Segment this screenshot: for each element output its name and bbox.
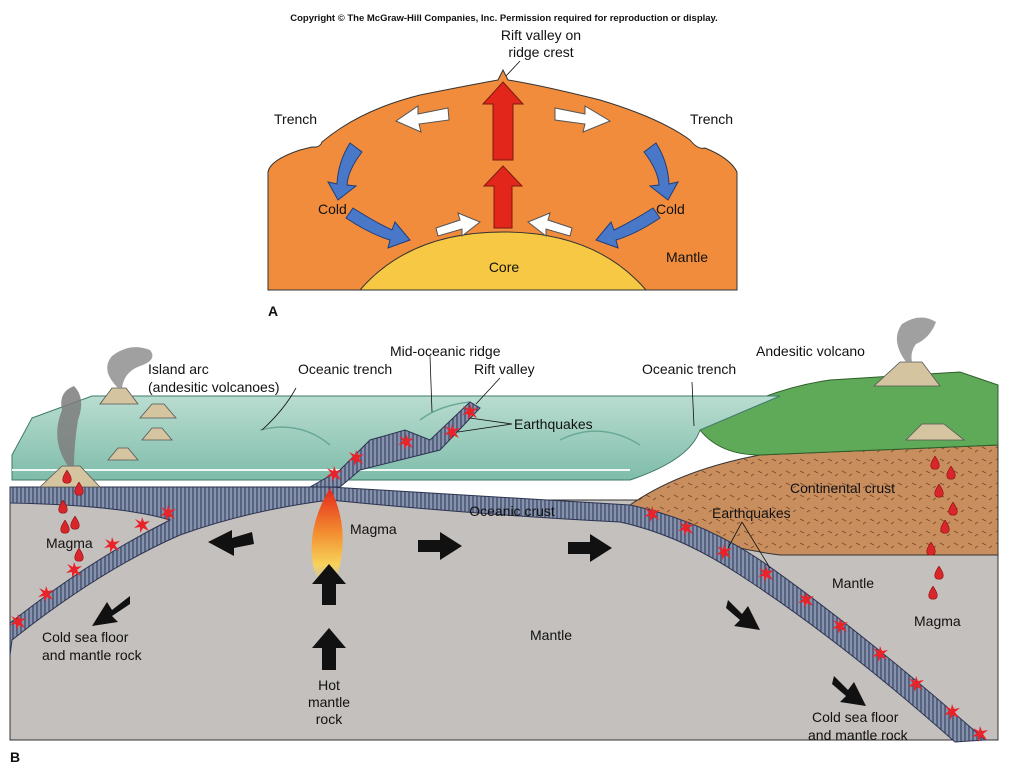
flow-arrow-center-left (418, 532, 462, 560)
rift-valley-leader (505, 60, 521, 77)
ridge-wedge (308, 401, 481, 488)
oceanic-crust-right (329, 486, 987, 743)
cold-sea-floor-right-line2: and mantle rock (808, 727, 909, 743)
volcano-smoke-5 (57, 386, 82, 466)
hot-mantle-rock-line3: rock (316, 711, 343, 727)
flow-arrow-cold-left (92, 596, 130, 626)
cold-sea-floor-left-line2: and mantle rock (42, 647, 143, 663)
hot-upwelling-arrow-top (481, 81, 525, 161)
panel-a-letter: A (268, 303, 278, 319)
magma-label-right: Magma (914, 613, 961, 629)
oceanic-crust-left (9, 486, 331, 656)
panel-b-letter: B (10, 749, 20, 765)
cold-downwelling-arrow-right-upper (643, 142, 679, 201)
andesitic-volcano-label: Andesitic volcano (756, 343, 865, 359)
continent-surface (699, 371, 999, 456)
leader-lines (261, 355, 771, 569)
return-flow-arrow-right (527, 212, 573, 238)
cold-sea-floor-right-line1: Cold sea floor (812, 709, 899, 725)
earthquakes-label-right: Earthquakes (712, 505, 791, 521)
flow-arrow-left (208, 530, 254, 556)
magma-label-center: Magma (350, 521, 397, 537)
rift-valley-label-line1: Rift valley on (501, 27, 581, 43)
hot-mantle-rock-line2: mantle (308, 694, 350, 710)
oceanic-crust-label: Oceanic crust (469, 503, 555, 519)
magma-label-left: Magma (46, 535, 93, 551)
cold-label-left: Cold (318, 201, 347, 217)
mantle-label-a: Mantle (666, 249, 708, 265)
earthquakes-label-top: Earthquakes (514, 416, 593, 432)
core-shape (358, 231, 648, 291)
island-arc-label-line1: Island arc (148, 361, 209, 377)
rift-valley-label: Rift valley (474, 361, 535, 377)
volcano-3 (141, 427, 173, 441)
oceanic-trench-left-label: Oceanic trench (298, 361, 392, 377)
divergence-arrow-left (394, 105, 450, 133)
continental-crust-label: Continental crust (790, 480, 895, 496)
panel-b: Island arc (andesitic volcanoes) Oceanic… (9, 317, 999, 765)
core-label: Core (489, 259, 520, 275)
flow-arrow-hot-upper (312, 564, 346, 605)
andesitic-volcano-smoke (896, 317, 936, 362)
copyright-notice: Copyright © The McGraw-Hill Companies, I… (290, 13, 718, 24)
cold-downwelling-arrow-right-lower (595, 207, 661, 249)
trench-label-right: Trench (690, 111, 733, 127)
volcano-smoke-1 (107, 347, 153, 388)
cold-label-right: Cold (656, 201, 685, 217)
cold-sea-floor-left-line1: Cold sea floor (42, 629, 129, 645)
trench-label-left: Trench (274, 111, 317, 127)
flow-arrow-center-right (568, 534, 612, 562)
flow-arrow-hot-lower (312, 628, 346, 670)
ocean-floor-ridges (259, 401, 641, 446)
cold-downwelling-arrow-left-lower (345, 207, 411, 249)
andesitic-volcano (872, 361, 941, 387)
return-flow-arrow-left (435, 212, 481, 238)
rift-valley-label-line2: ridge crest (508, 44, 573, 60)
mantle-label-right: Mantle (832, 575, 874, 591)
flow-arrow-cold-right-upper (726, 600, 760, 630)
island-arc-volcanoes (39, 347, 177, 488)
volcano-1 (99, 387, 139, 405)
oceanic-trench-right-label: Oceanic trench (642, 361, 736, 377)
hot-upwelling-arrow-bottom (482, 165, 524, 229)
divergence-arrow-right (554, 105, 612, 133)
flow-arrow-cold-right-lower (832, 676, 866, 706)
volcano-2 (139, 403, 177, 419)
andesitic-volcano-small (905, 423, 966, 441)
mid-oceanic-ridge-label: Mid-oceanic ridge (390, 343, 501, 359)
island-arc-label-line2: (andesitic volcanoes) (148, 379, 280, 395)
mantle-label-center: Mantle (530, 627, 572, 643)
magma-plume (311, 488, 343, 584)
cold-downwelling-arrow-left-upper (327, 142, 363, 201)
mantle-flow-arrows (92, 530, 866, 706)
volcano-4 (107, 447, 139, 461)
panel-a: Rift valley on ridge crest Trench Trench… (267, 27, 738, 319)
hot-mantle-rock-line1: Hot (318, 677, 340, 693)
